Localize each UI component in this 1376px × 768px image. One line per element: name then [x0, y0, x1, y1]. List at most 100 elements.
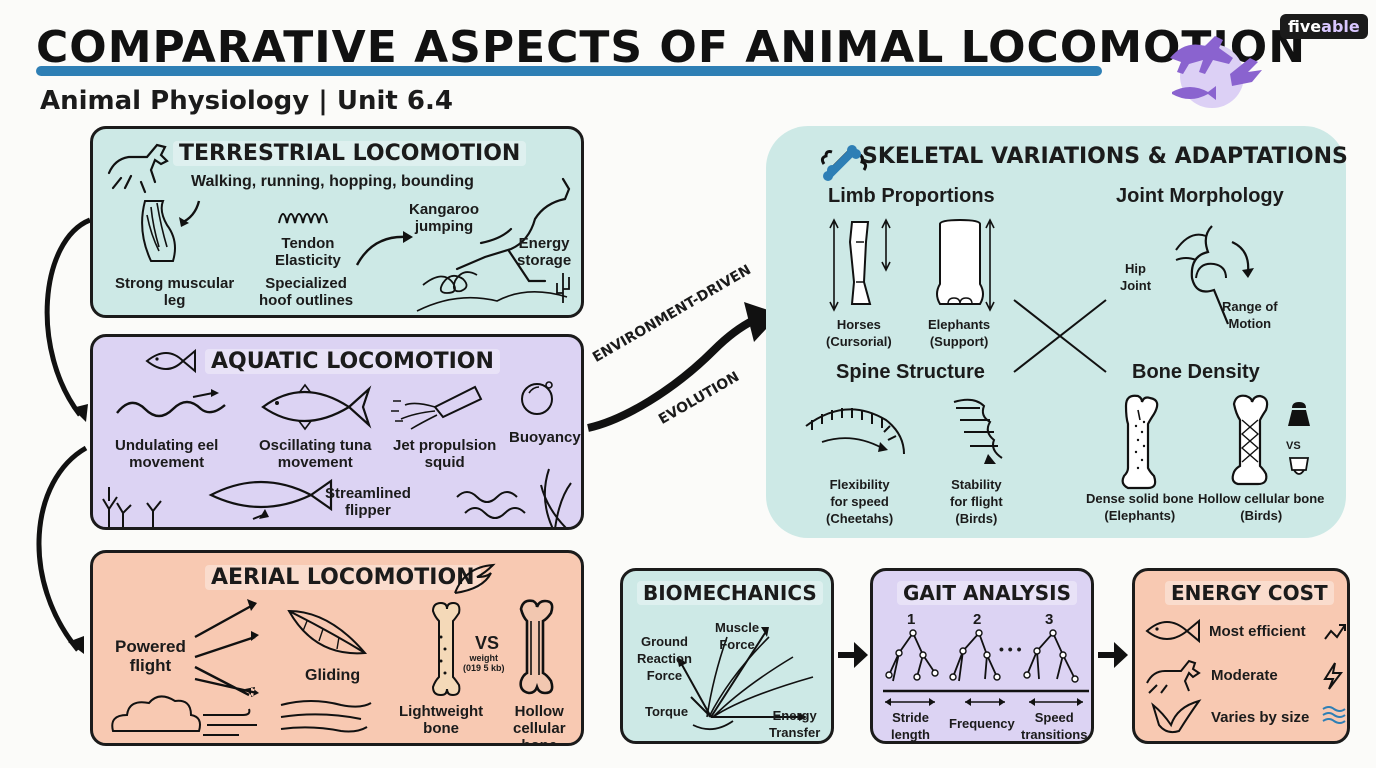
lightning-icon: [1323, 662, 1343, 690]
wave-icon: [1322, 706, 1346, 724]
waves-seaweed-icon: [456, 468, 572, 527]
gait-n2: 2: [973, 611, 982, 628]
energy-title: ENERGY COST: [1165, 581, 1334, 605]
elephants-label: Elephants(Support): [928, 317, 991, 349]
aquatic-title: AQUATIC LOCOMOTION: [205, 349, 500, 374]
gait-dots: • • •: [999, 641, 1022, 657]
hip-joint-icon: [1175, 225, 1254, 325]
gait-n3: 3: [1045, 611, 1054, 628]
gait-measure-arrows: [885, 698, 1083, 706]
hollowc-label: Hollow cellular bone(Birds): [1198, 491, 1325, 523]
varies-label: Varies by size: [1211, 709, 1310, 726]
coral-icon: [102, 487, 162, 527]
brand-text-b: able: [1321, 17, 1360, 36]
flipper-fish-icon: [208, 478, 333, 520]
dense-label: Dense solid bone(Elephants): [1086, 491, 1194, 523]
eel-icon: [116, 389, 226, 418]
arrow-biomech-gait: [838, 642, 868, 668]
animals-logo-icon: [1170, 36, 1262, 108]
gliding-label: Gliding: [305, 667, 361, 684]
energy-bird-icon: [1151, 699, 1202, 734]
torque-label: Torque: [645, 704, 689, 719]
horse-limb-icon: [829, 218, 891, 312]
moderate-label: Moderate: [1211, 667, 1278, 684]
wind-lines-icon: [280, 700, 372, 733]
title-underline: [36, 66, 1102, 76]
flexible-spine-icon: [805, 408, 905, 455]
terrestrial-panel: TERRESTRIAL LOCOMOTION Walking, running,…: [90, 126, 584, 318]
arrow-gait-energy: [1098, 642, 1128, 668]
wing-icon: [454, 563, 496, 594]
force-vectors-icon: [677, 627, 814, 731]
cloud-wind-icon: [111, 695, 257, 736]
density-vs-label: VS: [1286, 440, 1301, 452]
weight-label: weight(019 5 kb): [463, 653, 505, 673]
skeletal-panel: SKELETAL VARIATIONS & ADAPTATIONS Limb P…: [766, 126, 1348, 538]
terrestrial-desc: Walking, running, hopping, bounding: [191, 173, 474, 190]
energy-fish-icon: [1145, 618, 1200, 644]
horses-label: Horses(Cursorial): [826, 317, 892, 349]
limb-title: Limb Proportions: [828, 185, 995, 207]
aerial-title: AERIAL LOCOMOTION: [205, 565, 481, 590]
flight-arrows-icon: [194, 599, 259, 697]
squid-icon: [391, 385, 483, 430]
horse-icon: [107, 143, 169, 194]
gait-figures-icon: [883, 629, 1089, 693]
joint-title: Joint Morphology: [1116, 185, 1284, 207]
efficient-label: Most efficient: [1209, 623, 1306, 640]
cross-lines: [1013, 299, 1107, 373]
tendon-spring-icon: [278, 213, 328, 224]
kangaroo-icon: [416, 177, 571, 312]
freq-label: Frequency: [949, 716, 1015, 731]
brand-text-a: five: [1288, 17, 1322, 36]
energy-panel: ENERGY COST Most efficient Moderate Vari…: [1132, 568, 1350, 744]
brand-logo[interactable]: fiveable: [1280, 14, 1368, 39]
feather-icon: [287, 609, 368, 655]
flow-arrows: [36, 217, 92, 654]
spine-title: Spine Structure: [836, 361, 985, 383]
gait-title: GAIT ANALYSIS: [897, 581, 1077, 605]
bone-icon: [820, 145, 868, 181]
page-title: COMPARATIVE ASPECTS OF ANIMAL LOCOMOTION: [36, 22, 1307, 73]
lightweight-bone-icon: [431, 601, 461, 697]
elephant-limb-icon: [936, 218, 995, 312]
gait-n1: 1: [907, 611, 916, 628]
terrestrial-title: TERRESTRIAL LOCOMOTION: [173, 141, 527, 166]
biomech-title: BIOMECHANICS: [637, 581, 823, 605]
evolution-arrow: [587, 302, 780, 432]
weight-icon: [1288, 402, 1310, 475]
aerial-vs-label: VS: [475, 633, 500, 653]
fish-icon: [145, 348, 196, 374]
bird-spine-icon: [953, 398, 1003, 464]
dense-bone-icon: [1121, 394, 1159, 490]
page-subtitle: Animal Physiology | Unit 6.4: [40, 86, 453, 116]
skeletal-title: SKELETAL VARIATIONS & ADAPTATIONS: [862, 144, 1348, 169]
energy-horse-icon: [1146, 659, 1201, 694]
bubble-icon: [521, 381, 553, 415]
leg-muscle-icon: [141, 200, 201, 262]
trend-up-icon: [1324, 624, 1346, 640]
density-title: Bone Density: [1132, 361, 1260, 383]
tuna-icon: [261, 383, 372, 431]
